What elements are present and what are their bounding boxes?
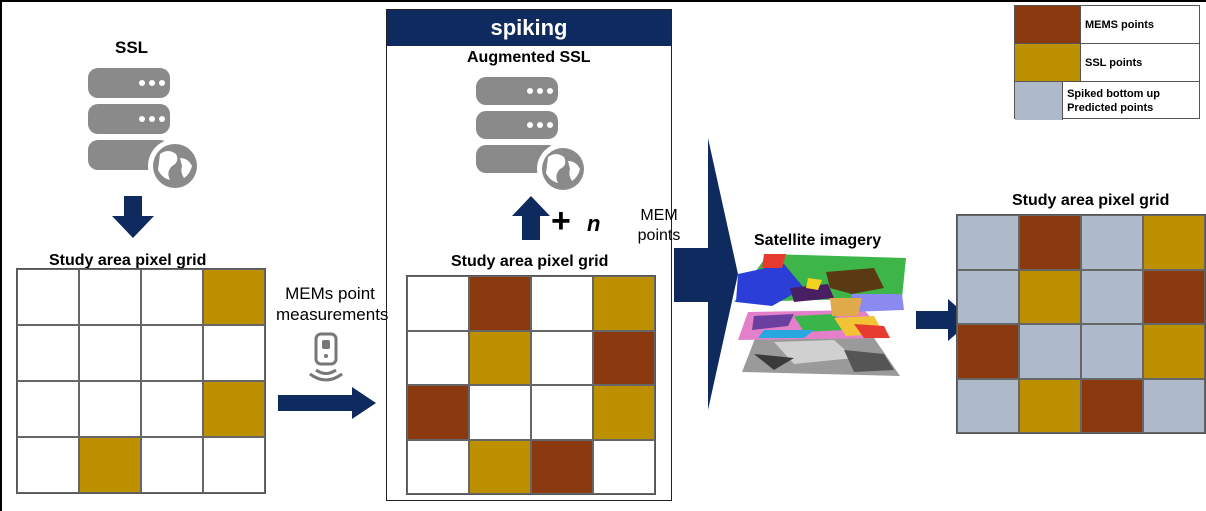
result-grid-cell-predicted <box>1081 269 1143 324</box>
spiking-grid-cell-empty <box>469 385 531 440</box>
spiking-grid-cell-mems <box>407 385 469 440</box>
spiking-grid-cell-empty <box>531 276 593 331</box>
legend-swatch-ssl <box>1015 44 1081 81</box>
result-pixel-grid <box>956 214 1206 434</box>
legend-label-ssl: SSL points <box>1085 56 1143 69</box>
left-grid-cell-ssl <box>79 437 141 493</box>
legend-label-mems: MEMS points <box>1085 18 1155 31</box>
spiking-grid-cell-empty <box>531 330 593 385</box>
left-grid-cell-empty <box>141 437 203 493</box>
n-symbol: n <box>587 211 601 236</box>
result-grid-cell-predicted <box>957 378 1019 433</box>
legend-row-predicted: Spiked bottom up Predicted points <box>1015 82 1199 120</box>
left-grid-cell-empty <box>17 325 79 381</box>
satellite-layers-icon <box>734 254 906 376</box>
left-grid-cell-empty <box>17 381 79 437</box>
spiking-grid-title: Study area pixel grid <box>451 253 609 270</box>
spiking-grid-cell-mems <box>593 330 655 385</box>
left-grid-cell-ssl <box>203 269 265 325</box>
spiking-header: spiking <box>387 10 671 46</box>
mems-label-line1: MEMs point <box>285 284 375 303</box>
spiking-grid-cell-ssl <box>593 385 655 440</box>
legend-swatch-predicted <box>1015 82 1064 120</box>
left-grid-cell-empty <box>79 381 141 437</box>
result-grid-cell-ssl <box>1143 324 1205 379</box>
left-db-title: SSL <box>115 38 149 57</box>
result-grid-cell-mems <box>1081 378 1143 433</box>
result-grid-cell-predicted <box>957 269 1019 324</box>
result-grid-cell-ssl <box>1019 378 1081 433</box>
result-grid-cell-predicted <box>1019 324 1081 379</box>
legend-swatch-mems <box>1015 6 1081 43</box>
spiking-grid-cell-mems <box>469 276 531 331</box>
left-grid-cell-empty <box>141 381 203 437</box>
result-grid-cell-mems <box>957 324 1019 379</box>
spiking-grid-cell-empty <box>407 330 469 385</box>
spiking-grid-cell-ssl <box>469 439 531 494</box>
legend-row-mems: MEMS points <box>1015 6 1199 44</box>
arrow-down-icon <box>112 196 154 238</box>
legend-row-ssl: SSL points <box>1015 44 1199 82</box>
result-grid-cell-ssl <box>1019 269 1081 324</box>
right-grid-title: Study area pixel grid <box>1012 192 1170 209</box>
frame-top-border <box>0 0 1206 2</box>
database-globe-icon <box>88 68 202 193</box>
spiking-grid-cell-ssl <box>469 330 531 385</box>
mem-label-line2: points <box>637 227 681 244</box>
legend-label-predicted: Spiked bottom up Predicted points <box>1067 88 1160 114</box>
spiking-grid-cell-empty <box>407 439 469 494</box>
left-grid-cell-empty <box>203 325 265 381</box>
satellite-label: Satellite imagery <box>754 232 882 249</box>
arrow-right-icon <box>278 387 376 419</box>
mem-label-line1: MEM <box>640 207 678 224</box>
spiking-pixel-grid <box>406 275 656 495</box>
left-grid-cell-empty <box>79 269 141 325</box>
result-grid-cell-predicted <box>1081 324 1143 379</box>
spiking-grid-cell-empty <box>593 439 655 494</box>
left-grid-cell-empty <box>141 325 203 381</box>
plus-sign: + <box>551 202 571 240</box>
mem-points-label: MEM points <box>632 206 686 246</box>
spiking-grid-cell-mems <box>531 439 593 494</box>
big-arrow-right-icon <box>674 138 738 410</box>
mems-step-label: MEMs point measurements <box>276 283 389 325</box>
database-globe-icon <box>476 77 589 195</box>
left-grid-cell-empty <box>17 269 79 325</box>
spiking-grid-cell-empty <box>531 385 593 440</box>
result-grid-cell-mems <box>1019 215 1081 270</box>
result-grid-cell-mems <box>1143 269 1205 324</box>
augmented-db-title: Augmented SSL <box>467 49 591 66</box>
left-grid-cell-empty <box>203 437 265 493</box>
result-grid-cell-predicted <box>1081 215 1143 270</box>
sensor-signal-icon <box>309 332 343 382</box>
result-grid-cell-predicted <box>957 215 1019 270</box>
frame-left-border <box>0 0 2 511</box>
result-grid-cell-ssl <box>1143 215 1205 270</box>
mems-label-line2: measurements <box>276 305 389 324</box>
left-grid-cell-empty <box>141 269 203 325</box>
arrow-up-icon <box>512 196 550 240</box>
spiking-panel: spiking <box>386 9 672 501</box>
result-grid-cell-predicted <box>1143 378 1205 433</box>
left-pixel-grid <box>16 268 266 494</box>
left-grid-title: Study area pixel grid <box>49 252 207 269</box>
left-grid-cell-ssl <box>203 381 265 437</box>
spiking-grid-cell-empty <box>407 276 469 331</box>
left-grid-cell-empty <box>79 325 141 381</box>
spiking-grid-cell-ssl <box>593 276 655 331</box>
left-grid-cell-empty <box>17 437 79 493</box>
